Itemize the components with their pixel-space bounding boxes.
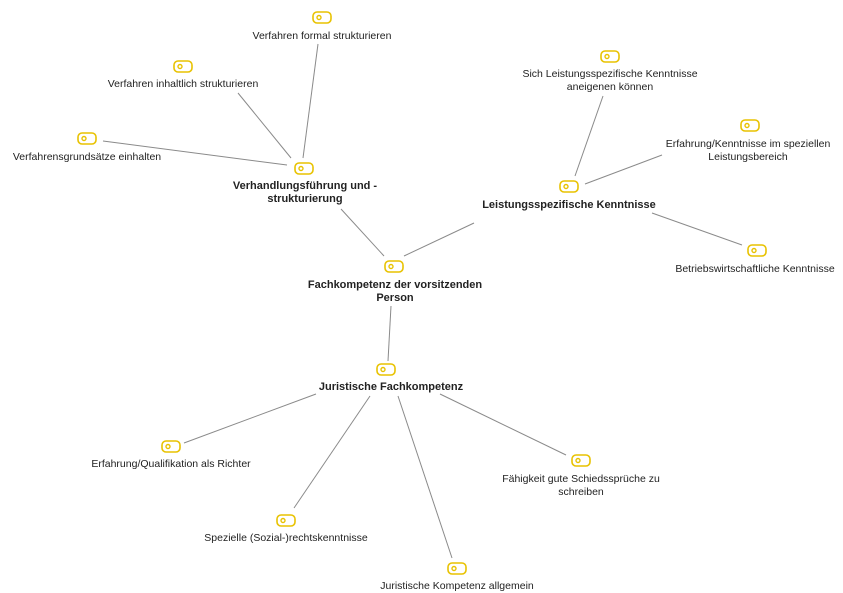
edge-root-verhandlung (340, 208, 385, 257)
code-icon[interactable] (384, 260, 404, 273)
node-label-leistung[interactable]: Leistungsspezifische Kenntnisse (482, 199, 656, 211)
node-label-juristisch[interactable]: Juristische Fachkompetenz (318, 381, 464, 393)
edge-leistung-bwl (651, 212, 743, 246)
edge-verhandlung-grundsaetze (102, 140, 288, 166)
edge-juristisch-allgemein (397, 395, 453, 559)
node-label-inhaltlich[interactable]: Verfahren inhaltlich strukturieren (107, 78, 259, 90)
code-icon[interactable] (559, 180, 579, 193)
node-label-aneignen[interactable]: Sich Leistungsspezifische Kenntnisse ane… (522, 68, 698, 93)
code-icon[interactable] (294, 162, 314, 175)
edge-verhandlung-formal (302, 43, 319, 159)
code-icon[interactable] (276, 514, 296, 527)
node-label-bwl[interactable]: Betriebswirtschaftliche Kenntnisse (675, 263, 835, 275)
code-icon[interactable] (571, 454, 591, 467)
node-label-grundsaetze[interactable]: Verfahrensgrundsätze einhalten (12, 151, 162, 163)
node-label-allgemein[interactable]: Juristische Kompetenz allgemein (380, 580, 534, 592)
node-label-formal[interactable]: Verfahren formal strukturieren (252, 30, 392, 42)
node-label-richter[interactable]: Erfahrung/Qualifikation als Richter (91, 458, 251, 470)
code-icon[interactable] (77, 132, 97, 145)
node-label-erfahrung-leistung[interactable]: Erfahrung/Kenntnisse im speziellen Leist… (665, 138, 831, 163)
code-icon[interactable] (161, 440, 181, 453)
node-label-verhandlung[interactable]: Verhandlungsführung und -strukturierung (232, 180, 378, 205)
node-label-schiedssprueche[interactable]: Fähigkeit gute Schiedssprüche zu schreib… (502, 473, 660, 498)
edge-root-leistung (403, 222, 475, 257)
edge-juristisch-richter (183, 393, 317, 444)
code-icon[interactable] (747, 244, 767, 257)
code-icon[interactable] (173, 60, 193, 73)
node-label-root[interactable]: Fachkompetenz der vorsitzenden Person (307, 279, 483, 304)
edge-juristisch-schiedssprueche (439, 393, 567, 456)
node-label-sozialrecht[interactable]: Spezielle (Sozial-)rechtskenntnisse (204, 532, 368, 544)
edge-verhandlung-inhaltlich (237, 92, 292, 159)
code-icon[interactable] (376, 363, 396, 376)
edge-leistung-aneignen (574, 95, 604, 177)
code-icon[interactable] (312, 11, 332, 24)
code-icon[interactable] (600, 50, 620, 63)
edge-leistung-erfahrung (584, 154, 663, 185)
edge-root-juristisch (387, 305, 392, 362)
edge-juristisch-sozialrecht (293, 395, 371, 509)
code-icon[interactable] (447, 562, 467, 575)
code-icon[interactable] (740, 119, 760, 132)
